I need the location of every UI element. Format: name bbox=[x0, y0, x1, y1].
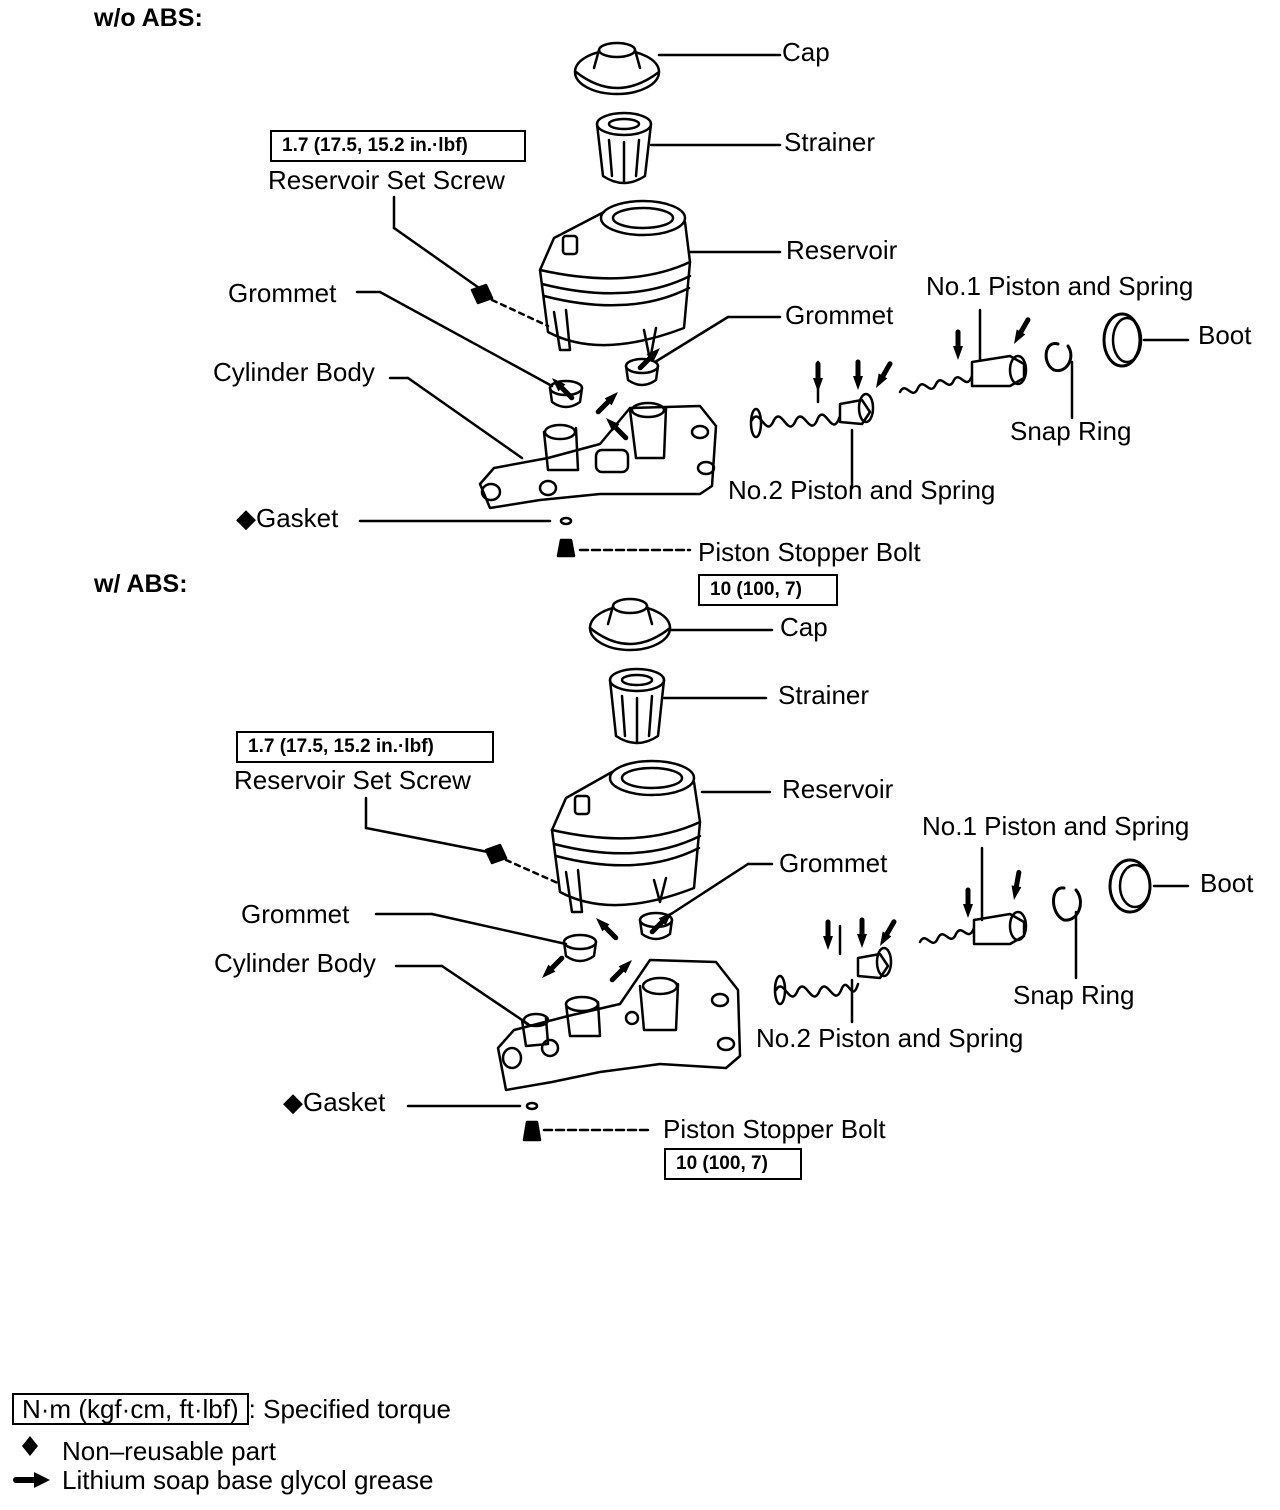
reservoir-part bbox=[538, 199, 782, 362]
label-grommet-left: Grommet bbox=[241, 899, 350, 929]
label-reservoir-set-screw: Reservoir Set Screw bbox=[268, 165, 505, 195]
piston-stopper-bolt-part bbox=[522, 1120, 650, 1142]
label-no2-piston-and-spring: No.2 Piston and Spring bbox=[756, 1023, 1024, 1053]
legend-symbols bbox=[13, 1436, 50, 1488]
label-strainer: Strainer bbox=[784, 127, 876, 157]
label-cap: Cap bbox=[780, 612, 828, 642]
boot-part bbox=[1102, 312, 1190, 368]
diamond-icon bbox=[22, 1436, 38, 1456]
boot-part bbox=[1108, 858, 1190, 914]
legend-nonreusable-text: Non–reusable part bbox=[62, 1436, 276, 1466]
legend-grease-text: Lithium soap base glycol grease bbox=[62, 1465, 434, 1495]
label-no1-piston-and-spring: No.1 Piston and Spring bbox=[922, 811, 1190, 841]
grommet-right-part bbox=[624, 315, 782, 387]
section-bottom-parts bbox=[364, 597, 1190, 1142]
label-cylinder-body: Cylinder Body bbox=[214, 948, 376, 978]
label-strainer: Strainer bbox=[778, 680, 870, 710]
gasket-part bbox=[406, 1101, 539, 1111]
grease-arrow-icon bbox=[13, 1472, 50, 1488]
label-gasket: ◆Gasket bbox=[283, 1087, 386, 1117]
label-cap: Cap bbox=[782, 37, 830, 67]
section-heading-w-abs: w/ ABS: bbox=[94, 570, 188, 598]
cylinder-body-part bbox=[388, 376, 718, 510]
no2-piston-part bbox=[749, 360, 875, 490]
label-piston-stopper-bolt: Piston Stopper Bolt bbox=[663, 1114, 886, 1144]
torque-piston-stopper-bolt: 10 (100, 7) bbox=[698, 574, 838, 606]
cylinder-body-part bbox=[394, 958, 742, 1092]
cap-part bbox=[573, 41, 782, 96]
label-reservoir: Reservoir bbox=[786, 235, 898, 265]
grease-arrows-bottom bbox=[538, 872, 1023, 984]
label-reservoir: Reservoir bbox=[782, 774, 894, 804]
label-gasket: ◆Gasket bbox=[236, 503, 339, 533]
grommet-left-part bbox=[374, 912, 598, 963]
label-no1-piston-and-spring: No.1 Piston and Spring bbox=[926, 271, 1194, 301]
cap-part bbox=[588, 597, 774, 652]
legend-specified-torque: N·m (kgf·cm, ft·lbf): Specified torque bbox=[12, 1393, 451, 1425]
label-boot: Boot bbox=[1198, 320, 1252, 350]
torque-reservoir-set-screw: 1.7 (17.5, 15.2 in.·lbf) bbox=[236, 731, 494, 763]
section-top-parts bbox=[355, 41, 1190, 558]
label-boot: Boot bbox=[1200, 868, 1254, 898]
label-piston-stopper-bolt: Piston Stopper Bolt bbox=[698, 537, 921, 567]
grommet-left-part bbox=[355, 290, 584, 409]
label-grommet-right: Grommet bbox=[779, 848, 888, 878]
piston-stopper-bolt-part bbox=[556, 538, 692, 558]
label-grommet-left: Grommet bbox=[228, 278, 337, 308]
no2-piston-part bbox=[773, 924, 893, 1024]
torque-reservoir-set-screw: 1.7 (17.5, 15.2 in.·lbf) bbox=[270, 130, 526, 162]
reservoir-part bbox=[550, 759, 772, 914]
section-heading-wo-abs: w/o ABS: bbox=[94, 4, 203, 32]
no1-piston-part bbox=[898, 308, 1028, 395]
snap-ring-part bbox=[1044, 342, 1074, 420]
label-grommet-right: Grommet bbox=[785, 300, 894, 330]
label-snap-ring: Snap Ring bbox=[1010, 416, 1132, 446]
reservoir-set-screw-part bbox=[364, 796, 562, 886]
no1-piston-part bbox=[918, 846, 1028, 946]
strainer-part bbox=[595, 111, 782, 185]
snap-ring-part bbox=[1052, 886, 1082, 980]
reservoir-set-screw-part bbox=[392, 195, 550, 328]
legend-torque-unit: N·m (kgf·cm, ft·lbf) bbox=[12, 1393, 249, 1425]
gasket-part bbox=[358, 516, 573, 526]
label-snap-ring: Snap Ring bbox=[1013, 980, 1135, 1010]
label-cylinder-body: Cylinder Body bbox=[213, 357, 375, 387]
legend-torque-text: : Specified torque bbox=[248, 1394, 452, 1424]
torque-piston-stopper-bolt: 10 (100, 7) bbox=[664, 1148, 802, 1180]
strainer-part bbox=[608, 667, 768, 745]
label-no2-piston-and-spring: No.2 Piston and Spring bbox=[728, 475, 996, 505]
label-reservoir-set-screw: Reservoir Set Screw bbox=[234, 765, 471, 795]
